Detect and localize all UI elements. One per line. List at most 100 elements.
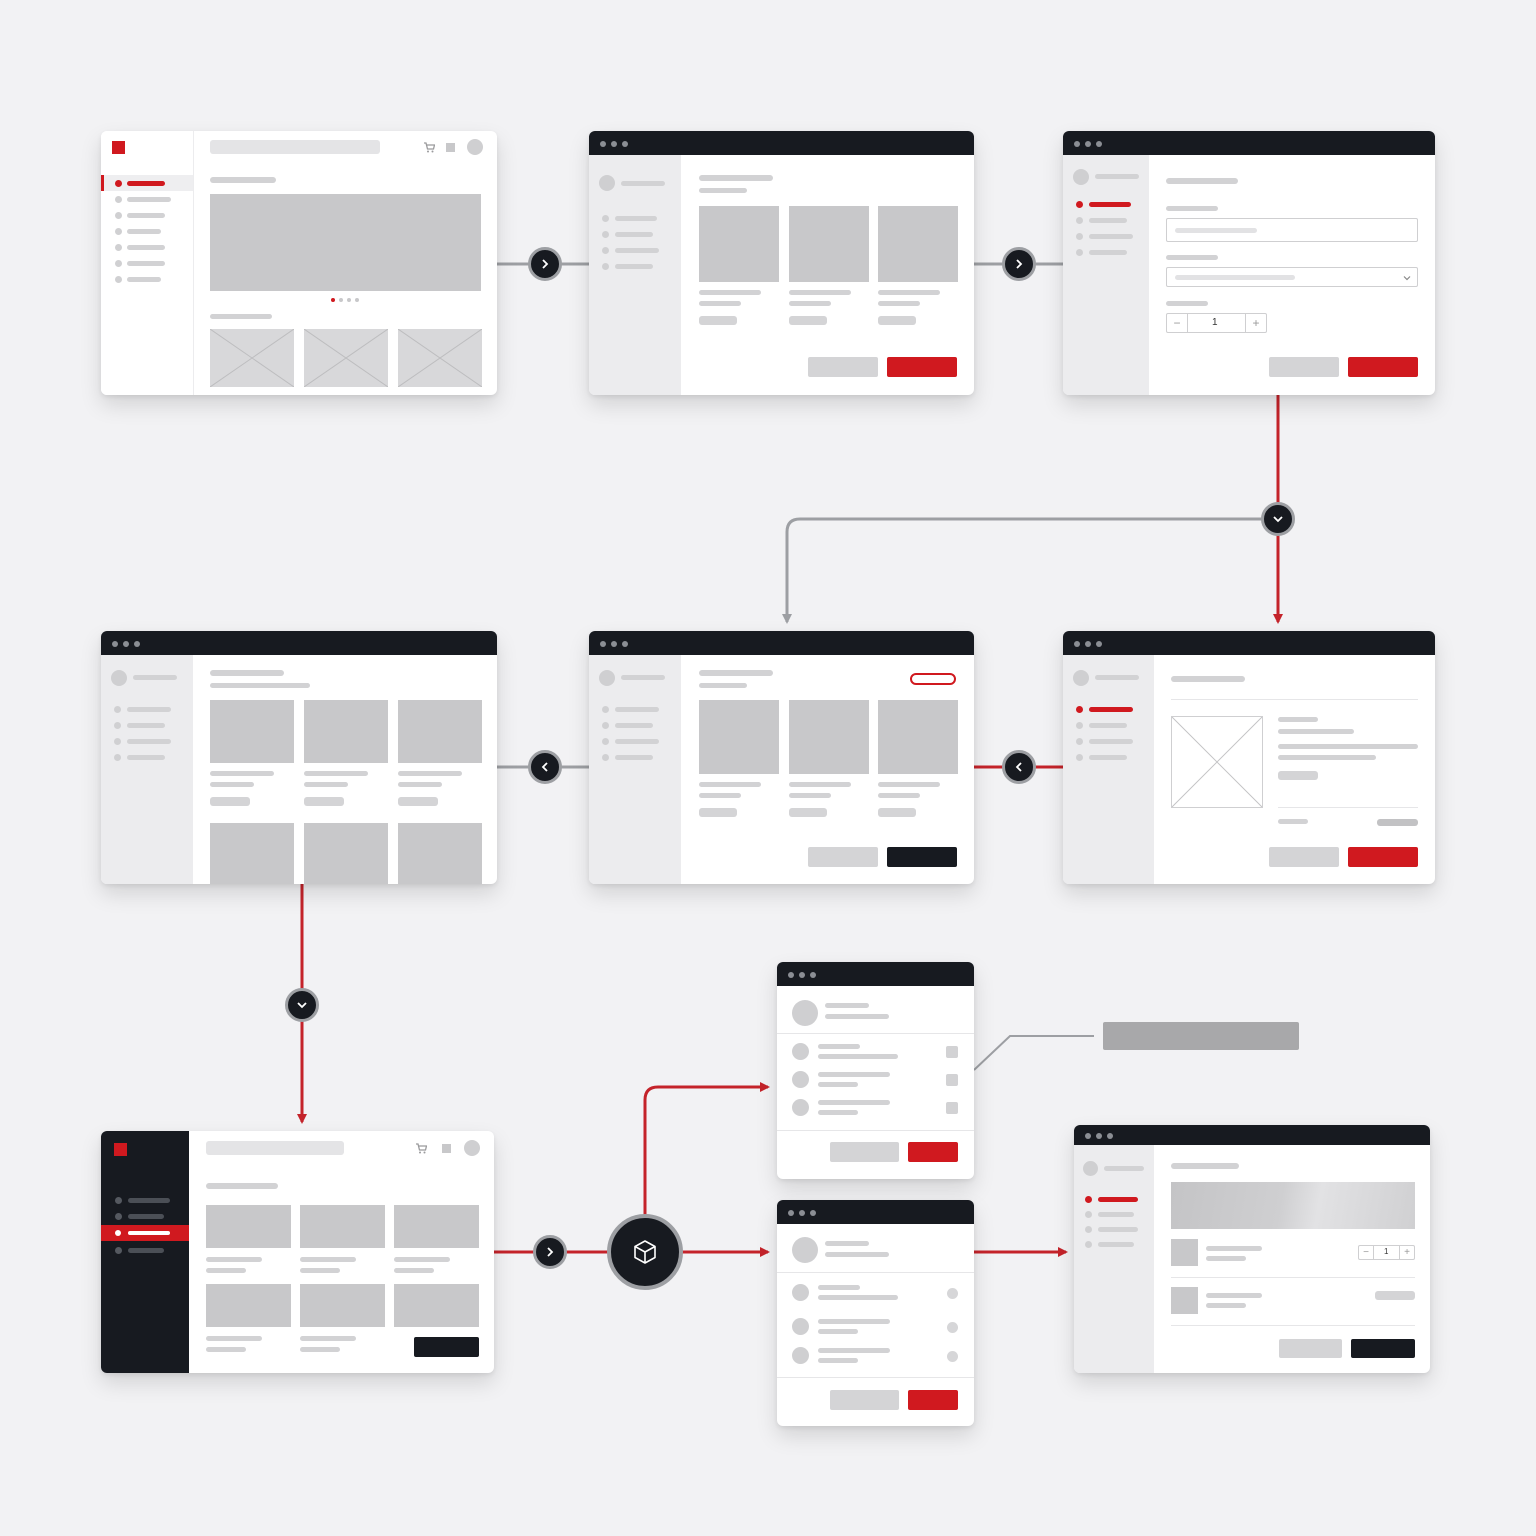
nav-item[interactable] [615,264,653,269]
nav-item[interactable] [615,216,657,221]
dashboard-tile[interactable] [394,1205,479,1248]
quantity-stepper[interactable]: − 1 + [1166,313,1267,333]
dashboard-tile[interactable] [394,1284,479,1327]
nav-item[interactable] [615,723,653,728]
nav-item[interactable] [127,739,171,744]
product-card[interactable] [304,700,388,763]
nav-item[interactable] [127,197,171,202]
back-step-node[interactable] [528,750,562,784]
nav-item[interactable] [1098,1227,1138,1232]
cancel-button[interactable] [830,1142,899,1162]
nav-item[interactable] [1089,723,1127,728]
product-card[interactable] [210,823,294,884]
product-card[interactable] [789,700,869,774]
nav-item[interactable] [127,213,165,218]
cancel-button[interactable] [808,357,878,377]
hub-node[interactable] [607,1214,683,1290]
nav-item-active[interactable] [127,181,165,186]
product-card[interactable] [304,823,388,884]
dashboard-tile[interactable] [300,1284,385,1327]
nav-item[interactable] [1089,234,1133,239]
filter-chip[interactable] [910,673,956,685]
back-step-node[interactable] [1002,750,1036,784]
screen-dashboard[interactable] [101,1131,494,1373]
nav-item[interactable] [1089,218,1127,223]
dashboard-tile[interactable] [206,1205,291,1248]
plus-icon[interactable]: + [1399,1246,1414,1259]
nav-item[interactable] [1098,1242,1134,1247]
cancel-button[interactable] [1269,847,1339,867]
cancel-button[interactable] [830,1390,899,1410]
nav-item[interactable] [615,707,659,712]
nav-item[interactable] [127,723,165,728]
nav-item[interactable] [1089,250,1127,255]
user-icon[interactable] [464,1140,480,1156]
cancel-button[interactable] [1269,357,1339,377]
nav-item[interactable] [615,739,659,744]
product-card[interactable] [398,823,482,884]
nav-item[interactable] [127,707,171,712]
down-step-node[interactable] [285,988,319,1022]
radio-option[interactable] [947,1322,958,1333]
bag-icon[interactable] [442,1144,451,1153]
screen-selection-dialog[interactable] [777,1200,974,1426]
nav-item[interactable] [128,1214,164,1219]
product-card[interactable] [789,206,869,282]
nav-item[interactable] [615,232,653,237]
primary-button[interactable] [887,357,957,377]
nav-item[interactable] [615,755,653,760]
user-icon[interactable] [467,139,483,155]
screen-cart-review[interactable]: − 1 + [1074,1125,1430,1373]
product-card[interactable] [699,206,779,282]
quantity-value[interactable]: 1 [1384,1247,1389,1256]
hero-banner[interactable] [210,194,481,291]
nav-item[interactable] [127,229,161,234]
nav-item-active[interactable] [1089,707,1133,712]
image-placeholder[interactable] [304,329,388,387]
list-item-checkbox[interactable] [946,1102,958,1114]
cart-icon[interactable] [423,141,435,153]
minus-icon[interactable]: − [1167,314,1188,332]
nav-item[interactable] [127,755,165,760]
nav-item[interactable] [1098,1212,1134,1217]
nav-item-active[interactable] [1098,1197,1138,1202]
dashboard-tile[interactable] [206,1284,291,1327]
nav-item[interactable] [127,245,165,250]
next-step-node[interactable] [528,247,562,281]
product-card[interactable] [878,206,958,282]
add-to-cart-button[interactable] [1348,847,1418,867]
quantity-value[interactable]: 1 [1212,317,1218,328]
radio-option[interactable] [947,1288,958,1299]
quantity-stepper[interactable]: − 1 + [1358,1245,1415,1260]
cancel-button[interactable] [808,847,878,867]
carousel-dots[interactable] [331,298,363,303]
primary-button[interactable] [414,1337,479,1357]
screen-configure[interactable]: − 1 + [1063,131,1435,395]
screen-listing[interactable] [589,131,974,395]
nav-item[interactable] [127,277,161,282]
screen-listing-filtered[interactable] [589,631,974,884]
nav-item[interactable] [128,1248,164,1253]
select-dropdown[interactable] [1166,267,1418,287]
search-input[interactable] [210,140,380,154]
product-card[interactable] [878,700,958,774]
checkout-button[interactable] [1351,1339,1415,1358]
product-card[interactable] [210,700,294,763]
nav-item-active[interactable] [1089,202,1131,207]
screen-home[interactable] [101,131,497,395]
screen-product-grid[interactable] [101,631,497,884]
next-step-node[interactable] [1002,247,1036,281]
list-item-checkbox[interactable] [946,1074,958,1086]
screen-product-detail[interactable] [1063,631,1435,884]
screen-account-list[interactable] [777,962,974,1179]
confirm-button[interactable] [908,1142,958,1162]
image-placeholder[interactable] [210,329,294,387]
search-input[interactable] [206,1141,344,1155]
nav-item[interactable] [127,261,165,266]
nav-item[interactable] [1089,739,1133,744]
minus-icon[interactable]: − [1359,1246,1374,1259]
confirm-button[interactable] [908,1390,958,1410]
next-step-node[interactable] [533,1235,567,1269]
cart-icon[interactable] [415,1142,427,1154]
back-button[interactable] [1279,1339,1342,1358]
